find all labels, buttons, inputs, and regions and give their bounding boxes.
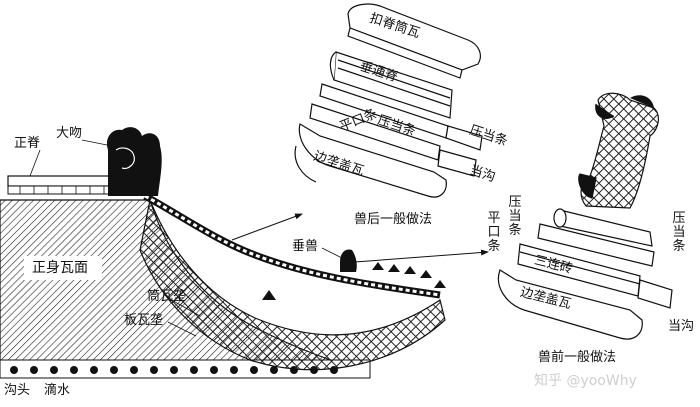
watermark-site: 知乎 bbox=[534, 373, 562, 389]
label-ridge-beast: 垂兽 bbox=[292, 239, 319, 254]
label-pressing-strip-left: 压当条 bbox=[508, 195, 522, 238]
roof-elevation bbox=[0, 127, 489, 379]
caption-behind-beast: 兽后一般做法 bbox=[354, 212, 433, 227]
label-roof-face: 正身瓦面 bbox=[32, 260, 88, 276]
upper-ridge-detail bbox=[294, 3, 483, 198]
label-big-kiss: 大吻 bbox=[56, 126, 83, 141]
label-eave-end: 沟头 bbox=[4, 383, 31, 398]
label-pressing-strip-right: 压当条 bbox=[672, 211, 686, 254]
watermark: 知乎 @yooWhy bbox=[534, 370, 637, 390]
lower-ridge-detail bbox=[497, 92, 673, 340]
caption-before-beast: 兽前一般做法 bbox=[538, 350, 617, 365]
label-tube-tile-ridge: 筒瓦垄 bbox=[147, 289, 187, 304]
label-main-ridge: 正脊 bbox=[14, 136, 41, 151]
watermark-handle: @yooWhy bbox=[566, 373, 637, 389]
label-drip-tile: 滴水 bbox=[44, 383, 71, 398]
label-flat-mouth-strip-lower: 平口条 bbox=[487, 211, 501, 254]
label-gutter-lower: 当沟 bbox=[668, 319, 695, 334]
label-plate-tile-ridge: 板瓦垄 bbox=[124, 313, 164, 328]
